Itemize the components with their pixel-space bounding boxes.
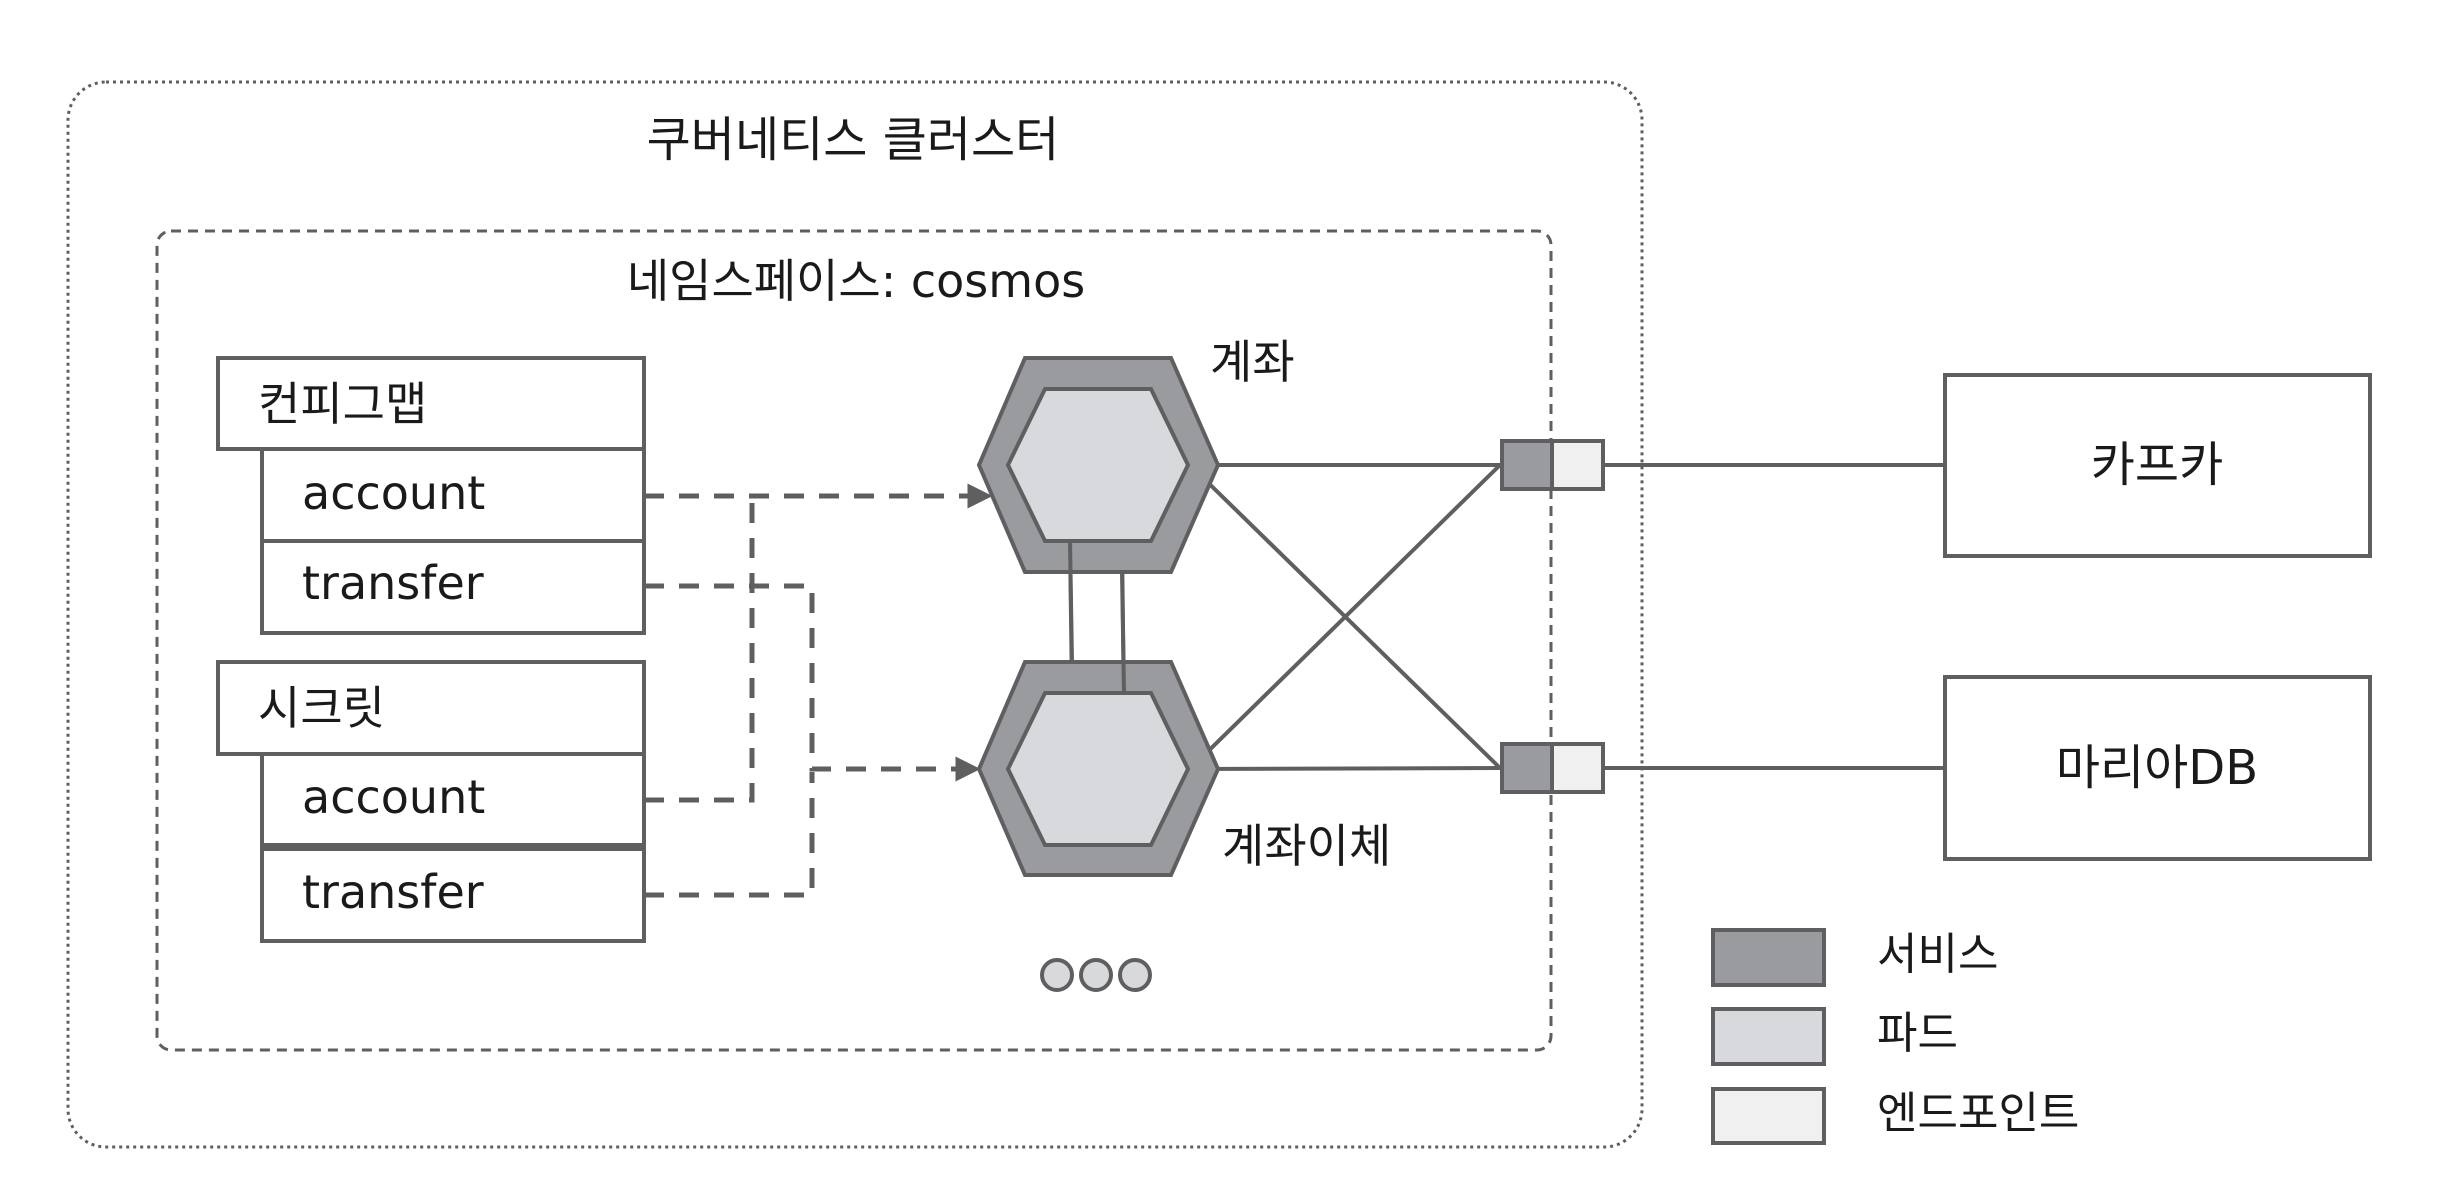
legend-swatch-endpoint <box>1711 1087 1826 1145</box>
mariadb-box <box>1943 675 2372 861</box>
secret-header <box>216 660 646 756</box>
link-hex-vertical-2-top <box>1120 571 1126 694</box>
legend-label-pod: 파드 <box>1877 1008 1958 1059</box>
secret-transfer-label: transfer <box>302 865 484 919</box>
more-indicator <box>1040 958 1152 992</box>
link-transfer-mariadb <box>1189 766 1501 771</box>
mariadb-label: 마리아DB <box>2056 740 2258 796</box>
secret-account-label: account <box>302 770 485 824</box>
endpoint-kafka[interactable] <box>1500 439 1605 491</box>
config-connectors <box>644 483 993 898</box>
secret-title: 시크릿 <box>258 681 385 735</box>
configmap-transfer-label: transfer <box>302 556 484 610</box>
legend-label-service: 서비스 <box>1877 929 1998 980</box>
external-kafka[interactable]: 카프카 <box>1943 373 2372 558</box>
configmap-header <box>216 356 646 451</box>
endpoint-part <box>1550 439 1605 491</box>
more-dot <box>1079 958 1113 992</box>
pod-hexagon <box>1005 387 1191 543</box>
cluster-boundary <box>66 80 1644 1149</box>
legend-label-endpoint: 엔드포인트 <box>1877 1088 2079 1139</box>
legend: 서비스 파드 엔드포인트 <box>1711 928 2079 1145</box>
configmap: 컨피그맵 account transfer <box>216 356 646 635</box>
kafka-box <box>1943 373 2372 558</box>
link-hex-vertical-1-top <box>1068 540 1074 663</box>
more-dot <box>1040 958 1074 992</box>
namespace-boundary <box>155 229 1553 1052</box>
external-mariadb[interactable]: 마리아DB <box>1943 675 2372 861</box>
service-links <box>1068 463 1945 771</box>
legend-swatch-pod <box>1711 1007 1826 1066</box>
secret-account[interactable] <box>260 752 646 847</box>
service-transfer[interactable]: 계좌이체 <box>976 660 1391 877</box>
service-transfer-label: 계좌이체 <box>1222 819 1391 873</box>
link-transfer-kafka <box>1188 463 1502 771</box>
kafka-label: 카프카 <box>2091 437 2223 493</box>
configmap-account-label: account <box>302 466 485 520</box>
service-account[interactable]: 계좌 <box>976 335 1295 574</box>
pod-hexagon <box>1005 691 1191 847</box>
secret: 시크릿 account transfer <box>216 660 646 943</box>
endpoint-service-part <box>1500 742 1554 794</box>
endpoint-mariadb[interactable] <box>1500 742 1605 794</box>
endpoint-part <box>1550 742 1605 794</box>
more-dot <box>1118 958 1152 992</box>
cluster-title: 쿠버네티스 클러스터 <box>647 112 1060 168</box>
connector-secret-transfer <box>644 772 815 898</box>
configmap-title: 컨피그맵 <box>258 377 427 431</box>
service-account-label: 계좌 <box>1210 335 1295 389</box>
secret-transfer[interactable] <box>260 847 646 943</box>
connector-secret-account <box>644 500 755 803</box>
legend-swatch-service <box>1711 928 1826 987</box>
connector-cm-transfer <box>644 583 981 782</box>
endpoint-service-part <box>1500 439 1554 491</box>
namespace-title: 네임스페이스: cosmos <box>627 254 1085 308</box>
